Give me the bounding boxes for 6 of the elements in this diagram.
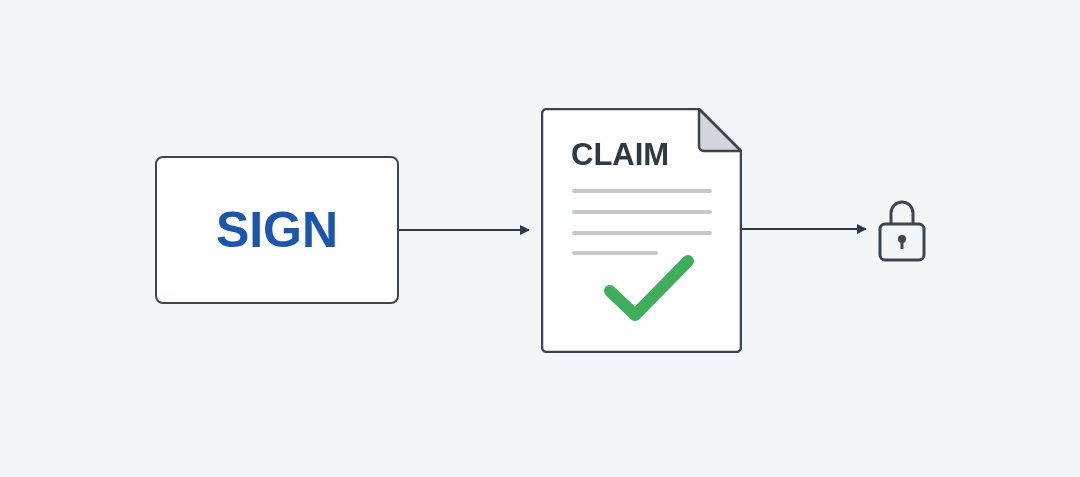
arrow bbox=[398, 225, 530, 235]
process-box bbox=[155, 156, 399, 304]
document-title: CLAIM bbox=[571, 136, 671, 174]
document-node bbox=[541, 108, 742, 353]
box-label: SIGN bbox=[215, 205, 339, 255]
arrow bbox=[741, 224, 867, 234]
